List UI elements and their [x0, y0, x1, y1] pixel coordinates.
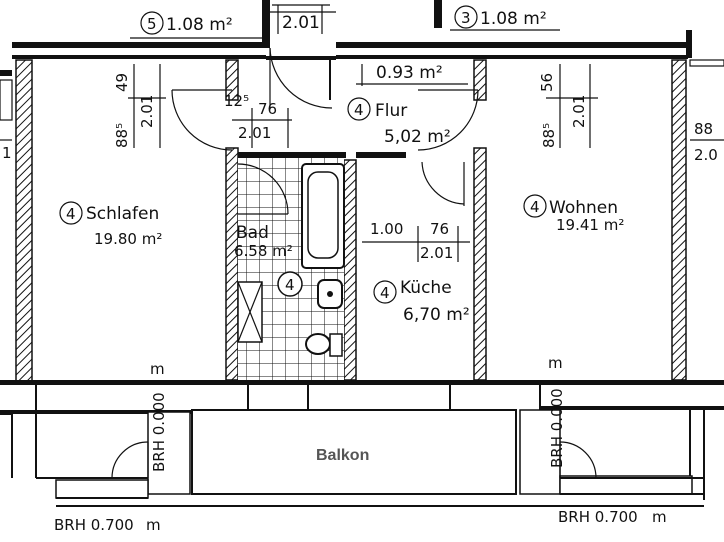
- outer-wall-left-stub: [0, 70, 12, 76]
- top-dim-201: 2.01: [272, 4, 330, 34]
- svg-text:2.01: 2.01: [138, 95, 156, 128]
- svg-text:Bad: Bad: [236, 223, 269, 243]
- svg-text:BRH 0.000: BRH 0.000: [548, 388, 566, 468]
- svg-text:m: m: [150, 360, 165, 378]
- svg-text:5: 5: [147, 15, 157, 33]
- svg-text:76: 76: [430, 220, 449, 238]
- balkon-area: [36, 409, 704, 507]
- svg-text:m: m: [652, 508, 667, 526]
- room-flur: 4 Flur 5,02 m²: [347, 97, 451, 147]
- svg-text:5,02 m²: 5,02 m²: [384, 127, 451, 147]
- svg-text:1.00: 1.00: [370, 220, 403, 238]
- svg-text:BRH 0.000: BRH 0.000: [150, 392, 168, 472]
- bathtub: [301, 163, 345, 269]
- dim-right-vertical: 56 88⁵ 2.01: [538, 64, 598, 148]
- svg-text:4: 4: [354, 101, 364, 119]
- dim-left-vertical: 49 88⁵ 2.01: [113, 64, 166, 148]
- svg-text:Schlafen: Schlafen: [86, 204, 159, 224]
- svg-text:4: 4: [530, 198, 540, 216]
- svg-text:6.58 m²: 6.58 m²: [234, 242, 293, 260]
- brh-right-bottom: BRH 0.700 m: [558, 508, 667, 526]
- svg-text:2.01: 2.01: [420, 244, 453, 262]
- svg-text:2.01: 2.01: [282, 13, 320, 33]
- svg-text:88: 88: [694, 120, 713, 138]
- room-wohnen: 4 Wohnen 19.41 m²: [523, 194, 624, 234]
- room-schlafen: 4 Schlafen 19.80 m²: [59, 201, 162, 248]
- svg-text:3: 3: [461, 9, 471, 27]
- balkon-label: Balkon: [316, 447, 369, 464]
- svg-text:1.08 m²: 1.08 m²: [166, 15, 233, 35]
- brh-left-bottom: BRH 0.700 m: [54, 516, 161, 534]
- svg-text:4: 4: [285, 276, 295, 294]
- svg-text:m: m: [548, 354, 563, 372]
- dim-093: 0.93 m²: [356, 63, 468, 86]
- outer-wall-top: [12, 0, 692, 59]
- brh-left-vertical: m BRH 0.000: [150, 360, 168, 472]
- brh-right-vertical: m BRH 0.000: [548, 354, 566, 468]
- svg-text:0.93 m²: 0.93 m²: [376, 63, 443, 83]
- svg-text:56: 56: [538, 73, 556, 92]
- svg-text:19.41 m²: 19.41 m²: [556, 216, 624, 234]
- svg-text:m: m: [146, 516, 161, 534]
- storage-box: [237, 281, 263, 343]
- svg-text:2.01: 2.01: [570, 95, 588, 128]
- svg-text:4: 4: [380, 284, 390, 302]
- room-3-top: 3 1.08 m²: [450, 5, 560, 31]
- svg-text:19.80 m²: 19.80 m²: [94, 230, 162, 248]
- room-kueche: 4 Küche 6,70 m²: [373, 278, 470, 325]
- svg-text:12⁵: 12⁵: [224, 92, 249, 110]
- svg-text:6,70 m²: 6,70 m²: [403, 305, 470, 325]
- flur-doors: [171, 47, 479, 206]
- svg-text:88⁵: 88⁵: [540, 123, 558, 148]
- sink: [317, 279, 343, 309]
- outer-wall-left: [15, 59, 33, 383]
- svg-text:49: 49: [113, 73, 131, 92]
- svg-text:Wohnen: Wohnen: [549, 198, 618, 218]
- svg-text:1: 1: [2, 144, 12, 162]
- edge-fragments: 88 2.0 1: [0, 120, 724, 164]
- svg-text:88⁵: 88⁵: [113, 123, 131, 148]
- outer-wall-bottom: [0, 380, 724, 500]
- room-bad: Bad 6.58 m² 4: [234, 223, 303, 297]
- room-5-top: 5 1.08 m²: [130, 11, 262, 39]
- toilet: [305, 333, 343, 357]
- svg-text:BRH 0.700: BRH 0.700: [558, 508, 638, 526]
- svg-text:Flur: Flur: [375, 101, 407, 121]
- balcony-doors: [111, 441, 597, 479]
- outer-wall-right: [671, 59, 687, 381]
- svg-text:BRH 0.700: BRH 0.700: [54, 516, 134, 534]
- svg-text:2.01: 2.01: [238, 124, 271, 142]
- svg-text:76: 76: [258, 100, 277, 118]
- svg-text:Küche: Küche: [400, 278, 452, 298]
- dim-kueche: 1.00 76 2.01: [362, 220, 470, 262]
- bad-door: [237, 163, 289, 215]
- svg-text:1.08 m²: 1.08 m²: [480, 9, 547, 29]
- svg-text:2.0: 2.0: [694, 146, 718, 164]
- svg-text:4: 4: [66, 205, 76, 223]
- dim-flur-left: 12⁵ 76 2.01: [224, 92, 292, 148]
